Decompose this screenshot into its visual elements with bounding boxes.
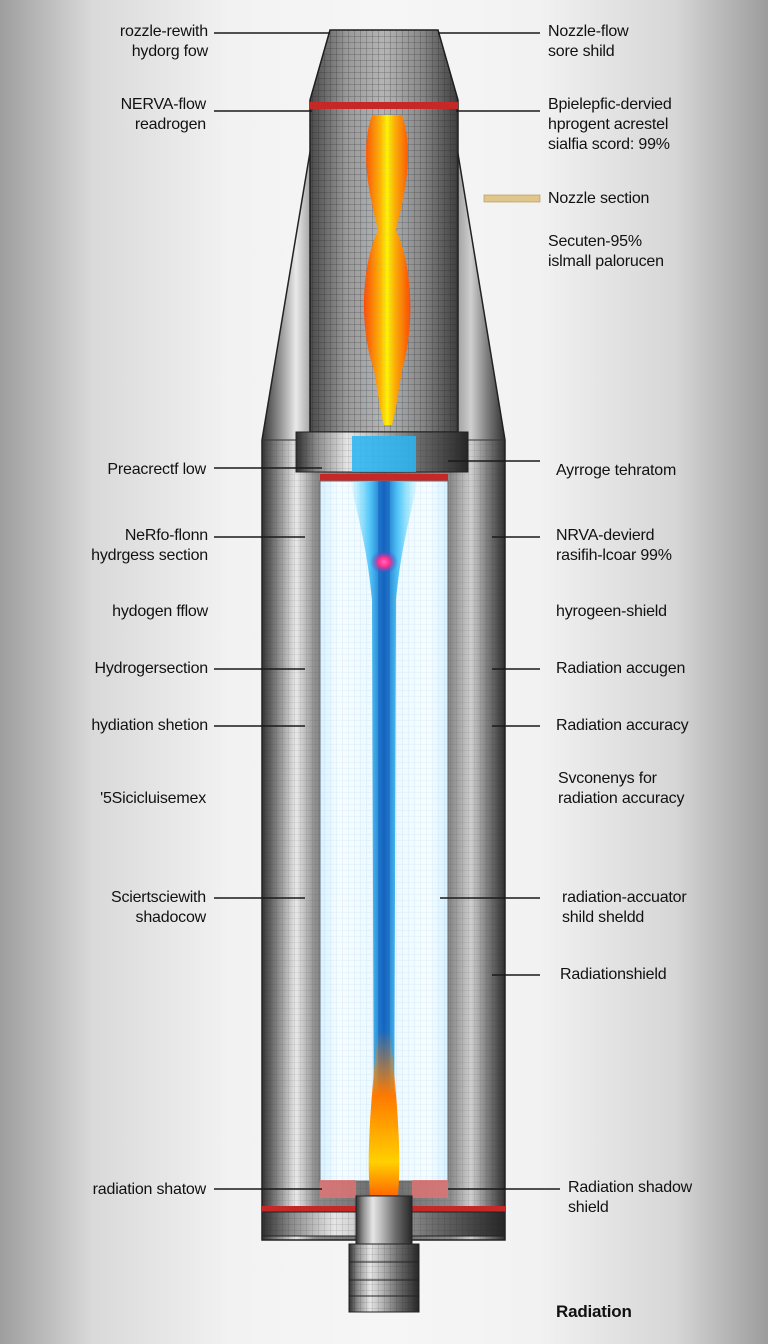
label-right-2: Bpielepfic-dervied hprogent acrestel sia… <box>548 96 672 153</box>
label-right-1: Nozzle-flow sore shild <box>548 23 629 60</box>
leader-lines <box>214 32 560 1190</box>
label-left-4: NeRfo-flonn hydrgess section <box>91 527 208 564</box>
label-right-5: Ayrroge tehratom <box>556 462 677 479</box>
label-left-1: rozzle-rewith hydorg fow <box>119 23 208 60</box>
label-left-2: NERVA-flow readrogen <box>120 96 207 133</box>
label-left-3: Preacrectf low <box>107 461 206 478</box>
label-right-7: hyrogeen-shield <box>556 603 667 620</box>
label-right-3: Nozzle section <box>548 190 650 207</box>
label-right-4: Secuten-95% islmall palorucen <box>548 233 664 270</box>
hydrogen-chamber <box>319 480 449 1198</box>
label-right-8: Radiation accugen <box>556 660 686 677</box>
nozzle-section <box>309 29 459 433</box>
legend-swatch <box>483 194 541 203</box>
label-left-6: Hydrogersection <box>94 660 208 677</box>
label-left-10: radiation shatow <box>92 1181 207 1198</box>
label-right-9: Radiation accuracy <box>556 717 689 734</box>
label-left-5: hydogen fflow <box>112 603 208 620</box>
label-right-6: NRVA-devierd rasifih-lcoar 99% <box>556 527 672 564</box>
footer-label: Radiation <box>556 1302 632 1321</box>
label-left-7: hydiation shetion <box>91 717 208 734</box>
label-right-12: Radiationshield <box>560 966 667 983</box>
label-right-13: Radiation shadow shield <box>568 1179 692 1216</box>
label-right-10: Svconenys for radiation accuracy <box>558 770 685 807</box>
label-left-9: Sciertsciewith shadocow <box>110 889 206 926</box>
label-left-8: '5Sicicluisemex <box>100 790 206 807</box>
throat-section <box>295 431 469 481</box>
label-right-11: radiation-accuator shild sheldd <box>562 889 687 926</box>
base-assembly <box>261 1195 506 1313</box>
